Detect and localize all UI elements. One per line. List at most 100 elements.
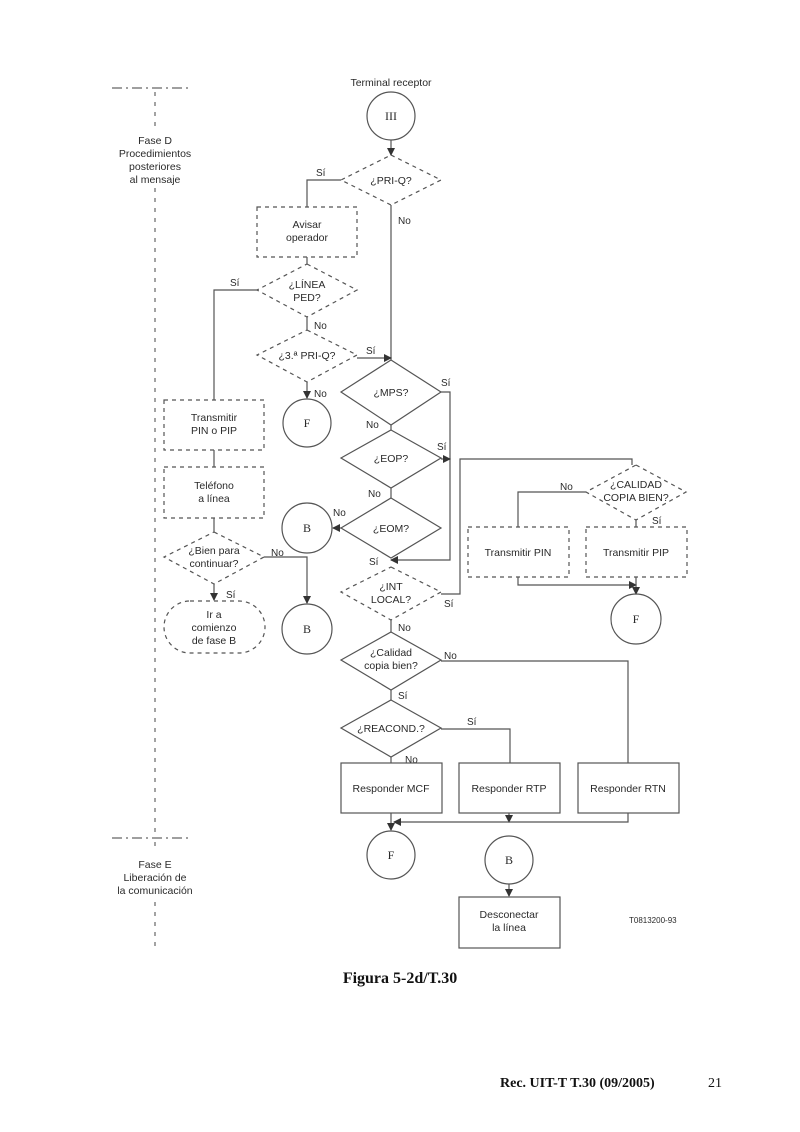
connector-f-3-label: F [388,848,395,862]
decision-linea-ped: ¿LÍNEA PED? [255,263,359,318]
avisar-line1: Avisar [293,219,322,231]
terminal-receptor-label: Terminal receptor [350,77,432,89]
decision-eom: ¿EOM? [339,497,443,559]
connector-b-3-label: B [505,853,513,867]
ir-line2: comienzo [192,622,237,634]
mps-label: ¿MPS? [373,387,408,399]
transmitir-pip-label: Transmitir PIP [603,547,669,559]
label-yes: Sí [398,691,408,702]
label-no: No [560,482,573,493]
telefono-line1: Teléfono [194,480,234,492]
label-no: No [314,321,327,332]
decision-calidad-copia-bien-upper: ¿CALIDAD COPIA BIEN? [584,464,688,521]
terminal-ir-a-fase-b: Ir a comienzo de fase B [163,600,266,654]
label-yes: Sí [226,590,236,601]
phase-d-title: Fase D [138,135,172,147]
phase-e-line2: Liberación de [123,872,186,884]
connector-start-label: III [385,109,397,123]
label-yes: Sí [316,168,326,179]
connector-b-1: B [281,502,333,554]
label-yes: Sí [652,516,662,527]
responder-mcf-label: Responder MCF [352,783,429,795]
label-no: No [366,420,379,431]
decision-reacond: ¿REACOND.? [339,699,443,758]
reacond-label: ¿REACOND.? [357,723,425,735]
label-yes: Sí [444,599,454,610]
decision-int-local: ¿INT LOCAL? [339,566,443,621]
decision-pri-q: ¿PRI-Q? [339,154,443,206]
process-avisar-operador: Avisar operador [256,206,358,258]
linea-ped-line2: PED? [293,292,321,304]
connector-start-iii: III [366,91,416,141]
connector-b-2-label: B [303,622,311,636]
connector-f-2-label: F [633,612,640,626]
process-responder-mcf: Responder MCF [340,762,443,814]
decision-pri-q-label: ¿PRI-Q? [370,175,412,187]
int-local-line1: ¿INT [379,581,403,593]
phase-separator-d [112,87,190,832]
phase-d-label: Fase D Procedimientos posteriores al men… [119,135,191,186]
desconectar-line1: Desconectar [480,909,539,921]
label-no: No [271,548,284,559]
label-no: No [398,623,411,634]
label-yes: Sí [366,346,376,357]
connector-b-2: B [281,603,333,655]
connector-f-1: F [282,398,332,448]
connector-b-3: B [484,835,534,885]
connector-f-2: F [610,593,662,645]
pin-pip-line2: PIN o PIP [191,425,237,437]
desconectar-line2: la línea [492,922,526,934]
responder-rtp-label: Responder RTP [471,783,546,795]
bien-line2: continuar? [189,558,238,570]
phase-d-line3: posteriores [129,161,181,173]
footer-reference: Rec. UIT-T T.30 (09/2005) [500,1076,655,1091]
connector-f-3: F [366,830,416,880]
linea-ped-line1: ¿LÍNEA [289,278,326,291]
avisar-line2: operador [286,232,329,244]
page-number: 21 [708,1076,722,1091]
phase-separator-e [112,837,190,948]
process-desconectar-linea: Desconectar la línea [458,896,561,949]
pin-pip-line1: Transmitir [191,412,238,424]
eom-label: ¿EOM? [373,523,409,535]
figure-reference-code: T0813200-93 [629,916,677,925]
label-no: No [444,651,457,662]
decision-mps: ¿MPS? [339,359,443,426]
phase-e-line3: la comunicación [117,885,192,897]
phase-e-label: Fase E Liberación de la comunicación [117,859,192,897]
calidad-upper-line2: COPIA BIEN? [603,492,669,504]
process-transmitir-pin-o-pip: Transmitir PIN o PIP [163,399,265,451]
decision-eop: ¿EOP? [339,429,443,489]
label-no: No [314,389,327,400]
int-local-line2: LOCAL? [371,594,411,606]
decision-third-pri-q: ¿3.ª PRI-Q? [255,329,359,383]
process-responder-rtn: Responder RTN [577,762,680,814]
third-pri-q-label: ¿3.ª PRI-Q? [279,350,336,362]
phase-e-title: Fase E [138,859,171,871]
process-telefono-a-linea: Teléfono a línea [163,466,265,519]
responder-rtn-label: Responder RTN [590,783,666,795]
transmitir-pin-label: Transmitir PIN [485,547,552,559]
ir-line1: Ir a [206,609,221,621]
telefono-line2: a línea [198,493,230,505]
ir-line3: de fase B [192,635,236,647]
process-transmitir-pip: Transmitir PIP [585,526,688,578]
label-no: No [368,489,381,500]
decision-calidad-copia-bien: ¿Calidad copia bien? [339,631,443,691]
label-yes: Sí [467,717,477,728]
calidad-line1: ¿Calidad [370,647,412,659]
connector-f-1-label: F [304,416,311,430]
calidad-upper-line1: ¿CALIDAD [610,479,662,491]
label-yes: Sí [230,278,240,289]
label-yes: Sí [441,378,451,389]
figure-caption: Figura 5-2d/T.30 [342,970,458,987]
connector-b-1-label: B [303,521,311,535]
bien-line1: ¿Bien para [188,545,240,557]
label-no: No [333,508,346,519]
phase-d-line2: Procedimientos [119,148,191,160]
calidad-line2: copia bien? [364,660,418,672]
label-no: No [405,755,418,766]
decision-bien-para-continuar: ¿Bien para continuar? [162,531,266,585]
label-no: No [398,216,411,227]
